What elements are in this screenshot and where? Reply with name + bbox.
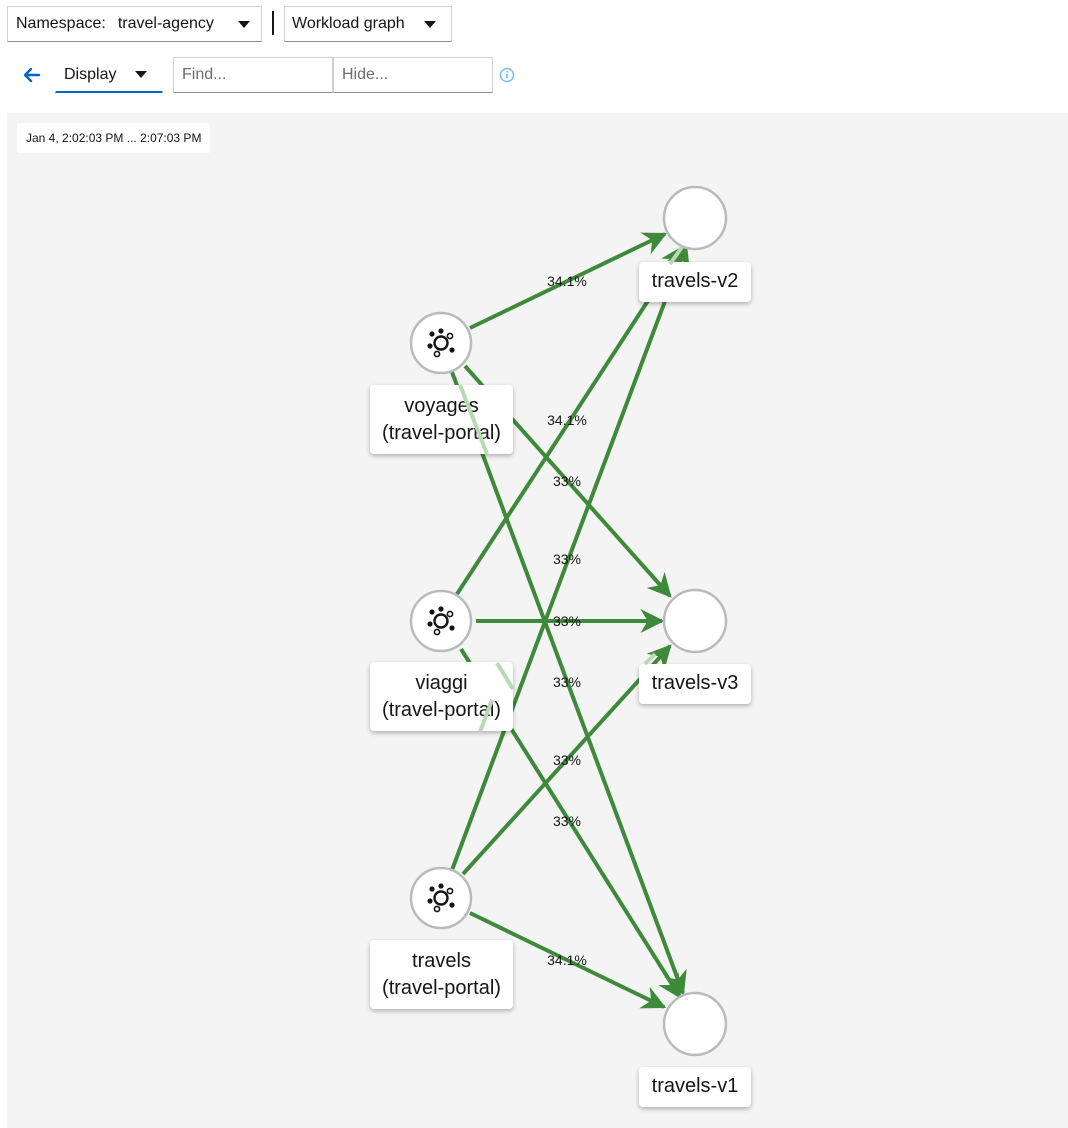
node-travels[interactable] xyxy=(409,866,473,930)
namespace-dropdown[interactable]: Namespace: travel-agency xyxy=(7,6,262,42)
edge-voyages-travels-v1[interactable] xyxy=(450,371,687,996)
node-label-namespace: (travel-portal) xyxy=(382,699,501,721)
edge-label: 34.1% xyxy=(547,412,587,428)
display-dropdown[interactable]: Display xyxy=(55,57,163,93)
node-voyages[interactable] xyxy=(409,311,473,375)
back-button[interactable] xyxy=(20,63,44,87)
info-icon xyxy=(499,67,515,83)
node-label-name: travels-v1 xyxy=(651,1075,739,1097)
edge-label: 34.1% xyxy=(547,273,587,289)
chevron-down-icon xyxy=(237,20,250,28)
edge-travels-travels-v3[interactable] xyxy=(461,644,672,876)
node-label-name: voyages xyxy=(404,395,479,417)
node-label-travels[interactable]: travels (travel-portal) xyxy=(370,940,513,1009)
namespace-label: Namespace: xyxy=(16,15,106,32)
node-label-travels-v2[interactable]: travels-v2 xyxy=(639,262,751,302)
edge-label: 34.1% xyxy=(547,952,587,968)
node-travels-v2[interactable] xyxy=(662,185,728,251)
graph-svg: 34.1% 33% 33% 34.1% 33% 33% 33% 33% 34.1… xyxy=(409,185,728,1057)
edge-travels-travels-v1[interactable] xyxy=(469,911,667,1009)
node-label-name: travels-v2 xyxy=(651,270,739,292)
node-label-travels-v1[interactable]: travels-v1 xyxy=(639,1067,751,1107)
workload-icon xyxy=(427,606,455,636)
edge-label: 33% xyxy=(553,813,581,829)
node-label-namespace: (travel-portal) xyxy=(382,422,501,444)
node-label-name: travels xyxy=(412,950,471,972)
graph-canvas[interactable]: Jan 4, 2:02:03 PM ... 2:07:03 PM 34.1% 3… xyxy=(7,113,1068,1128)
graph-type-value: Workload graph xyxy=(292,15,405,32)
node-viaggi[interactable] xyxy=(409,589,473,653)
arrow-left-icon xyxy=(23,67,41,83)
chevron-down-icon xyxy=(423,20,436,28)
edge-label: 33% xyxy=(553,473,581,489)
edge-voyages-travels-v2[interactable] xyxy=(469,232,668,330)
node-label-name: viaggi xyxy=(415,672,468,694)
hide-input[interactable] xyxy=(333,57,493,93)
workload-icon xyxy=(427,883,455,913)
namespace-value: travel-agency xyxy=(117,15,214,32)
display-label: Display xyxy=(64,65,117,83)
node-label-viaggi[interactable]: viaggi (travel-portal) xyxy=(370,662,513,731)
graph-timestamp: Jan 4, 2:02:03 PM ... 2:07:03 PM xyxy=(17,123,211,153)
edge-label: 33% xyxy=(553,752,581,768)
node-label-namespace: (travel-portal) xyxy=(382,977,501,999)
workload-icon xyxy=(427,328,455,358)
info-button[interactable] xyxy=(499,67,515,83)
node-travels-v1[interactable] xyxy=(662,991,728,1057)
node-label-voyages[interactable]: voyages (travel-portal) xyxy=(370,385,513,454)
toolbar-divider xyxy=(272,11,274,35)
edge-label: 33% xyxy=(553,551,581,567)
edge-label: 33% xyxy=(553,613,581,629)
node-label-name: travels-v3 xyxy=(651,672,739,694)
edge-travels-travels-v2[interactable] xyxy=(450,242,690,871)
find-input[interactable] xyxy=(173,57,333,93)
edge-viaggi-travels-v2[interactable] xyxy=(455,244,685,596)
chevron-down-icon xyxy=(135,71,148,78)
node-travels-v3[interactable] xyxy=(662,588,728,654)
graph-type-dropdown[interactable]: Workload graph xyxy=(284,6,452,42)
edge-label: 33% xyxy=(553,674,581,690)
node-label-travels-v3[interactable]: travels-v3 xyxy=(639,664,751,704)
